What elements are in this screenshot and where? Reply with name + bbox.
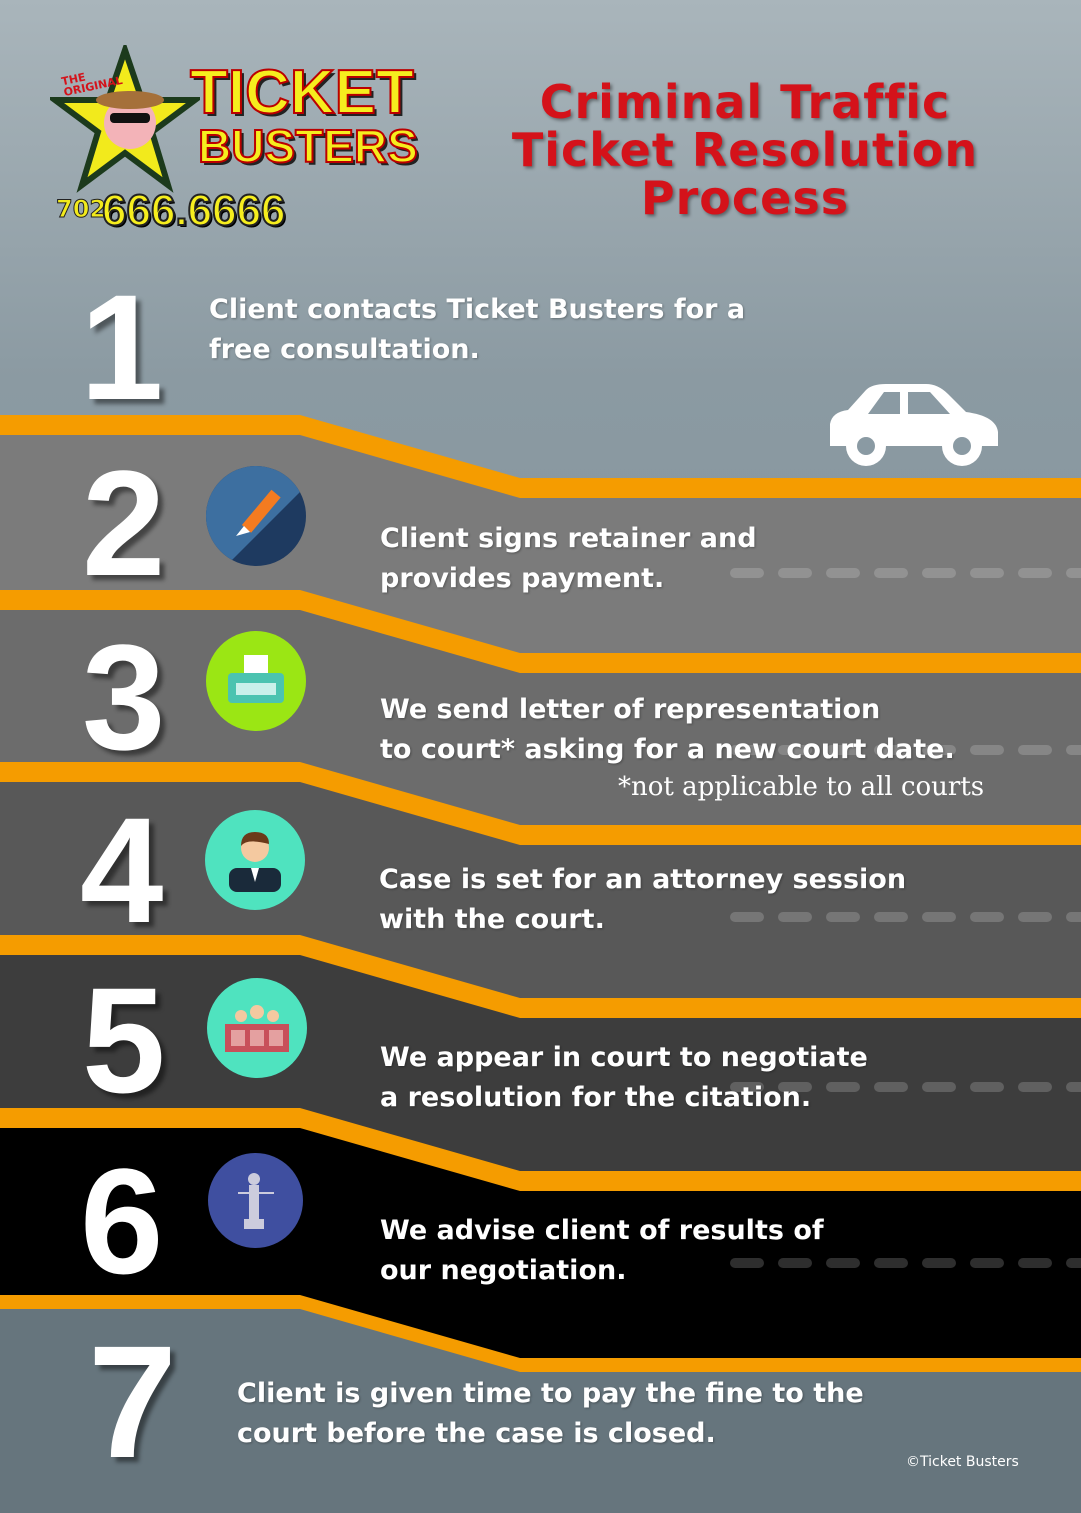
lane-dash	[826, 1082, 860, 1092]
lane-dash	[874, 1082, 908, 1092]
attorney-icon	[205, 810, 305, 910]
step-line: We send letter of representation	[380, 694, 881, 725]
lane-dash	[778, 568, 812, 578]
lane-dash	[778, 1258, 812, 1268]
step-line: Client is given time to pay the fine to …	[237, 1378, 864, 1409]
courtroom-icon	[207, 978, 307, 1078]
step-line: court before the case is closed.	[237, 1418, 716, 1449]
step-text: We send letter of representation to cour…	[380, 690, 955, 770]
lane-dash	[970, 1082, 1004, 1092]
lane-dash	[730, 912, 764, 922]
lane-dash	[1066, 1258, 1081, 1268]
copyright: ©Ticket Busters	[906, 1454, 1019, 1470]
area-code: 702	[55, 195, 107, 224]
phone-number: 666.6666	[101, 186, 287, 236]
step-line: Client signs retainer and	[380, 523, 757, 554]
step-text: Client contacts Ticket Busters for a fre…	[209, 290, 745, 370]
lane-dash	[1018, 568, 1052, 578]
lane-dash	[922, 1082, 956, 1092]
title-line: Process	[640, 171, 850, 225]
step-line: to court* asking for a new court date.	[380, 734, 955, 765]
step-line: Case is set for an attorney session	[379, 864, 907, 895]
step-line: with the court.	[379, 904, 605, 935]
lane-dash	[730, 1258, 764, 1268]
logo-line1: TICKET	[189, 58, 415, 127]
lane-dash	[778, 1082, 812, 1092]
step-line: a resolution for the citation.	[380, 1082, 812, 1113]
step-line: provides payment.	[380, 563, 665, 594]
lane-dash	[826, 745, 860, 755]
lane-dash	[778, 912, 812, 922]
lane-dash	[1018, 1258, 1052, 1268]
lane-dash	[826, 568, 860, 578]
step-number: 6	[80, 1137, 163, 1305]
lane-dash	[922, 912, 956, 922]
typewriter-icon	[206, 631, 306, 731]
step-number: 7	[88, 1312, 177, 1491]
lane-dash	[922, 1258, 956, 1268]
step-line: Client contacts Ticket Busters for a	[209, 294, 746, 325]
lane-dash	[874, 912, 908, 922]
lane-dash	[1018, 1082, 1052, 1092]
step-number: 5	[82, 956, 165, 1124]
step-text: Client is given time to pay the fine to …	[237, 1374, 864, 1454]
lane-dash	[970, 912, 1004, 922]
page-title: Criminal Traffic Ticket Resolution Proce…	[470, 78, 1020, 222]
step-number: 4	[80, 786, 163, 954]
sheriff-star-icon	[50, 45, 200, 193]
car-icon	[830, 384, 998, 466]
step-text: Case is set for an attorney session with…	[379, 860, 906, 940]
lane-dash	[874, 568, 908, 578]
step-number: 3	[82, 613, 165, 781]
pen-icon	[206, 466, 306, 566]
step-number: 1	[80, 263, 163, 431]
logo-line2: BUSTERS	[197, 120, 419, 172]
lane-dash	[970, 745, 1004, 755]
lane-dash	[826, 912, 860, 922]
lane-dash	[874, 745, 908, 755]
step-line: our negotiation.	[380, 1255, 627, 1286]
lane-dash	[970, 1258, 1004, 1268]
lane-dash	[922, 568, 956, 578]
lane-dash	[1066, 1082, 1081, 1092]
lane-dash	[1066, 912, 1081, 922]
step-footnote: *not applicable to all courts	[618, 772, 985, 802]
lane-dash	[970, 568, 1004, 578]
step-line: We advise client of results of	[380, 1215, 824, 1246]
bottom-band	[0, 1309, 1081, 1513]
lane-dash	[730, 1082, 764, 1092]
step-text: We advise client of results of our negot…	[380, 1211, 824, 1291]
lady-justice-icon	[208, 1153, 303, 1248]
title-line: Criminal Traffic	[539, 75, 951, 129]
lane-dash	[1066, 745, 1081, 755]
lane-dash	[778, 745, 812, 755]
step-number: 2	[82, 439, 165, 607]
lane-dash	[1018, 912, 1052, 922]
lane-dash	[730, 568, 764, 578]
step-line: We appear in court to negotiate	[380, 1042, 868, 1073]
lane-dash	[922, 745, 956, 755]
title-line: Ticket Resolution	[511, 123, 979, 177]
step-text: Client signs retainer and provides payme…	[380, 519, 757, 599]
lane-dash	[730, 745, 764, 755]
logo: THE ORIGINAL TICKET BUSTERS 702 666.6666	[50, 45, 419, 245]
lane-dash	[1018, 745, 1052, 755]
lane-dash	[1066, 568, 1081, 578]
step-line: free consultation.	[209, 334, 480, 365]
lane-dash	[826, 1258, 860, 1268]
step-text: We appear in court to negotiate a resolu…	[380, 1038, 868, 1118]
lane-dash	[874, 1258, 908, 1268]
